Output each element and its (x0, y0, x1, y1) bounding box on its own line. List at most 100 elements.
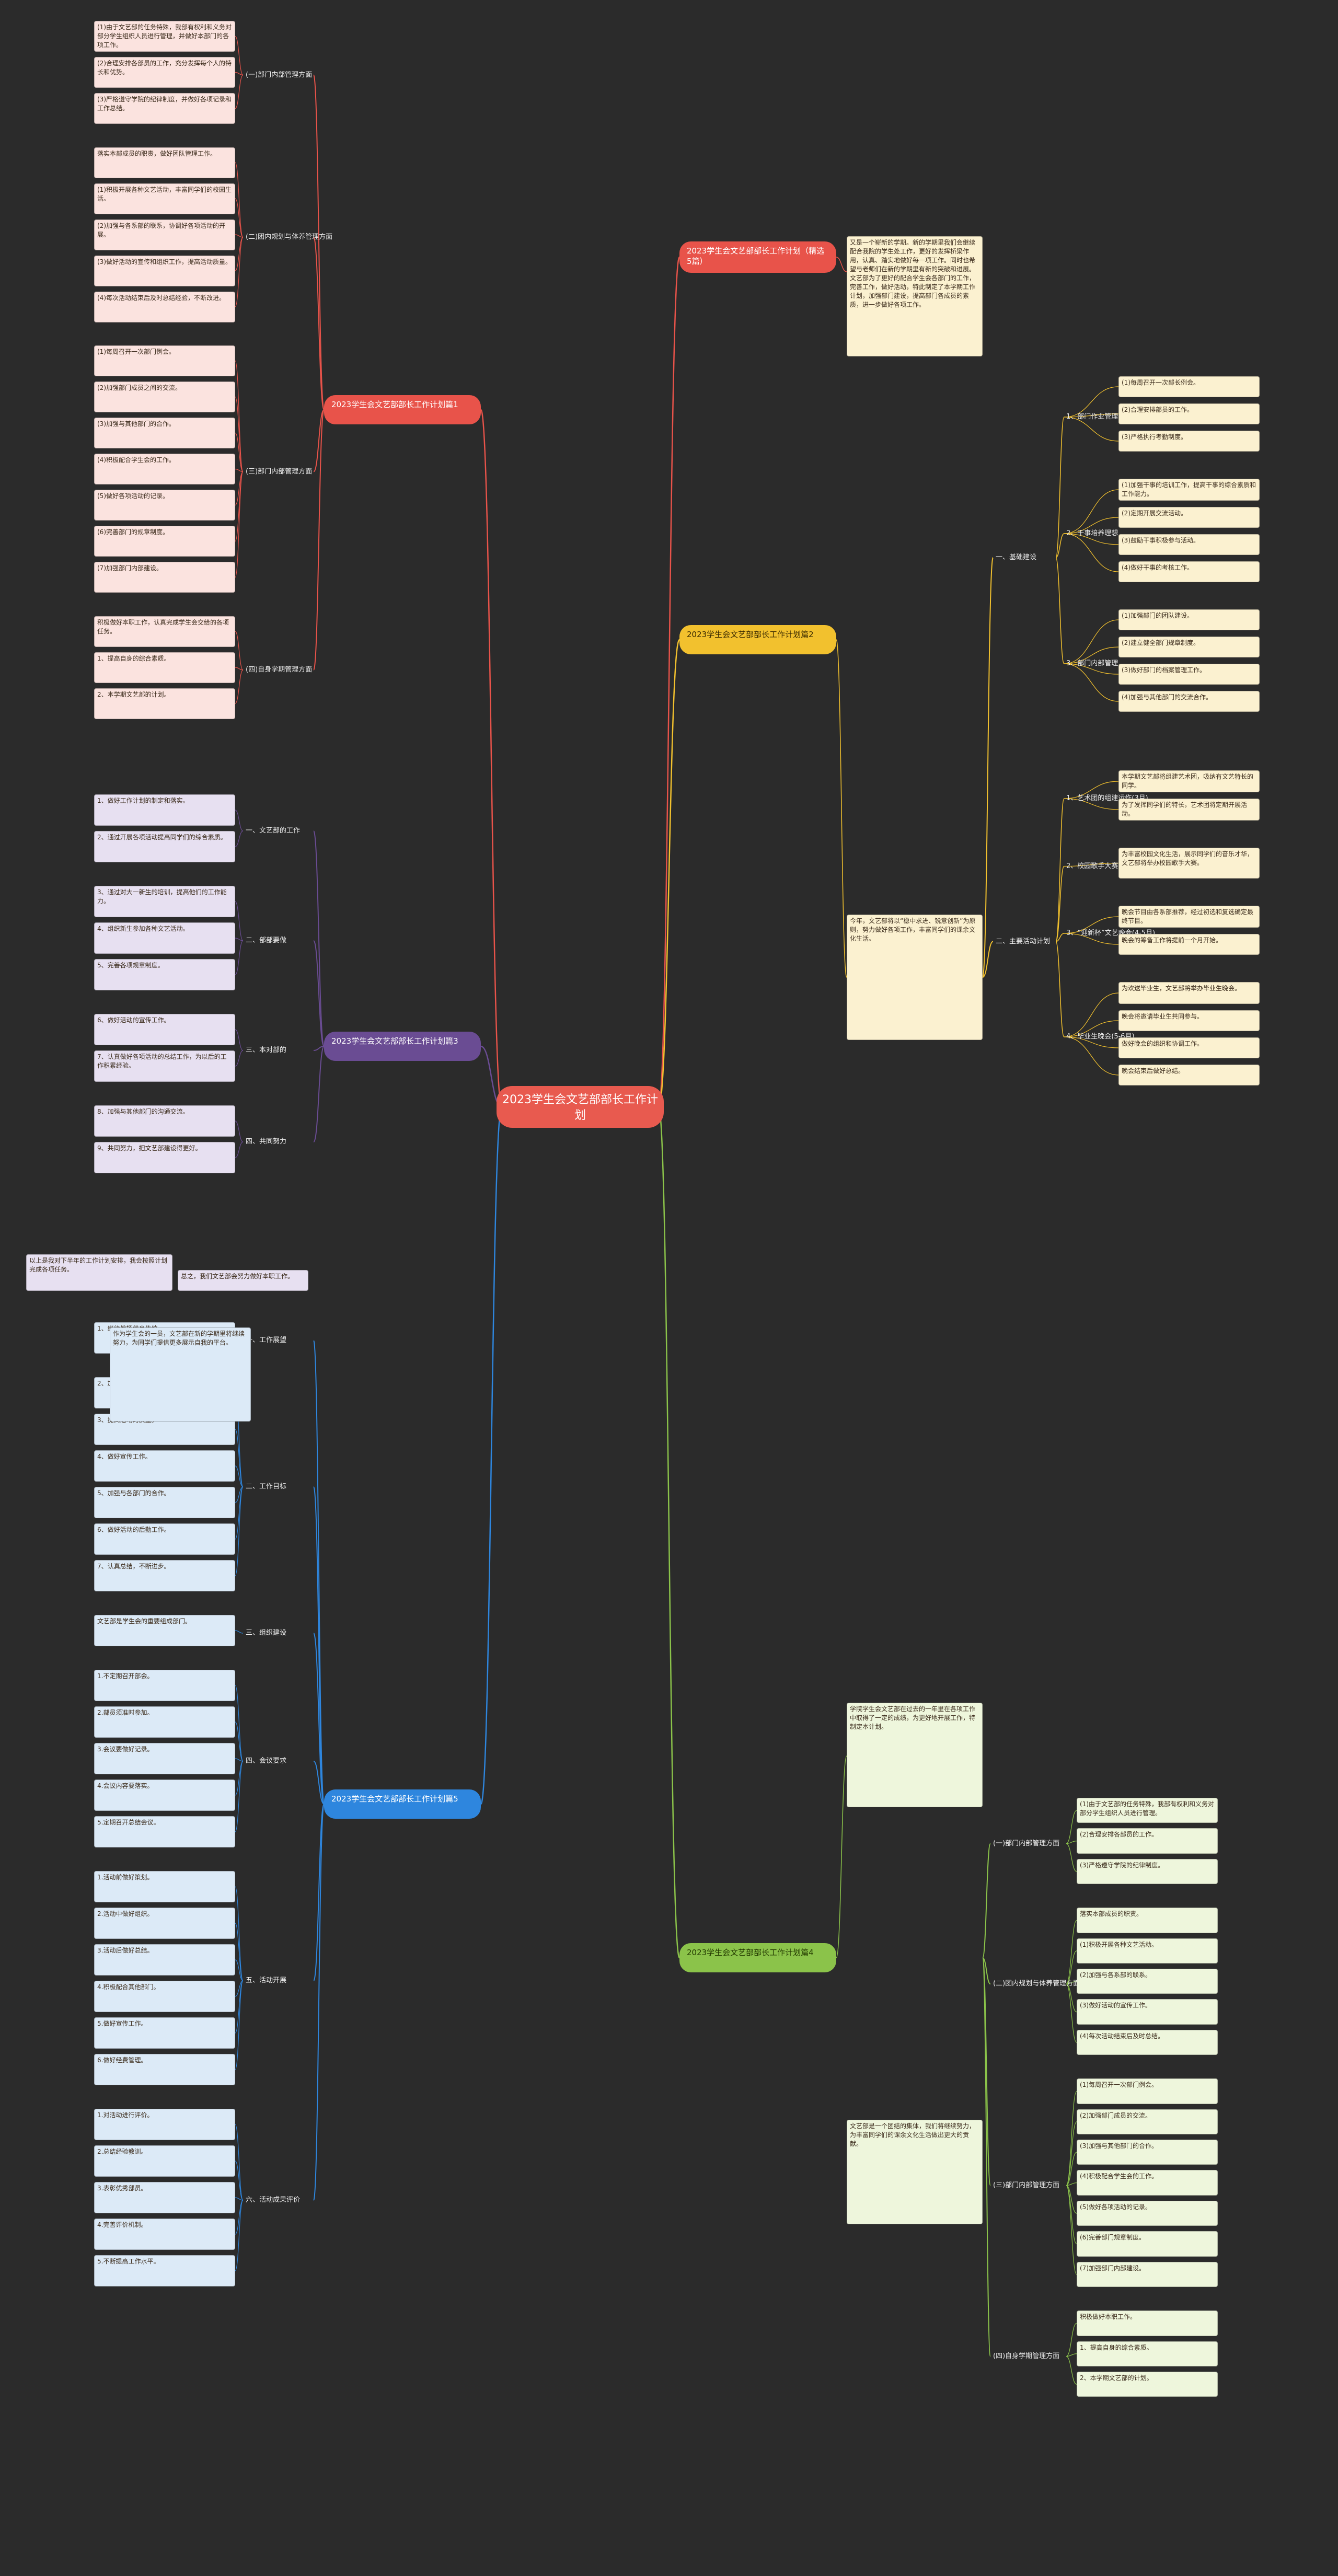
leaf-item: 1.活动前做好策划。 (94, 1871, 235, 1902)
link-line (235, 938, 244, 941)
group-label[interactable]: (一)部门内部管理方面 (993, 1839, 1060, 1847)
branch-plan-4[interactable]: 2023学生会文艺部部长工作计划篇4 (679, 1943, 836, 1972)
leaf-item: 落实本部成员的职责，做好团队管理工作。 (94, 147, 235, 178)
link-line (1064, 533, 1119, 572)
group-label[interactable]: 一、基础建设 (996, 553, 1037, 561)
link-line (313, 1633, 325, 1805)
link-line (1055, 417, 1065, 558)
group-label[interactable]: 三、组织建设 (246, 1629, 287, 1637)
leaf-item: (3)做好活动的宣传和组织工作，提高活动质量。 (94, 255, 235, 286)
plan4-intro: 学院学生会文艺部在过去的一年里在各项工作中取得了一定的成绩，为更好地开展工作，特… (847, 1703, 983, 1807)
leaf-item: (2)合理安排部员的工作。 (1118, 403, 1260, 424)
leaf-item: 3.活动后做好总结。 (94, 1944, 235, 1976)
closing-note: 以上是我对下半年的工作计划安排，我会按照计划完成各项任务。 (26, 1254, 172, 1291)
link-line (1066, 2356, 1077, 2385)
leaf-item: 5、完善各项规章制度。 (94, 959, 235, 990)
leaf-item: (6)完善部门规章制度。 (1077, 2231, 1218, 2257)
group-label[interactable]: 一、文艺部的工作 (246, 827, 301, 835)
leaf-item: (2)加强部门成员的交流。 (1077, 2109, 1218, 2135)
leaf-item: 3.会议要做好记录。 (94, 1743, 235, 1774)
leaf-item: 2.活动中做好组织。 (94, 1908, 235, 1939)
link-line (1066, 1950, 1077, 1984)
link-line (313, 409, 325, 472)
branch-intro[interactable]: 2023学生会文艺部部长工作计划（精选5篇） (679, 241, 836, 273)
link-line (1066, 1981, 1077, 1984)
leaf-item: 为了发挥同学们的特长，艺术团将定期开展活动。 (1118, 799, 1260, 821)
link-line (1064, 417, 1119, 442)
leaf-item: (1)由于文艺部的任务特殊，我部有权利和义务对部分学生组织人员进行管理，并做好本… (94, 21, 235, 52)
link-line (235, 1029, 244, 1051)
leaf-item: 6、做好活动的后勤工作。 (94, 1523, 235, 1555)
link-line (1064, 663, 1119, 702)
sub-label[interactable]: 3、部门内部管理 (1066, 660, 1118, 667)
group-label[interactable]: 二、主要活动计划 (996, 937, 1051, 945)
link-line (235, 901, 244, 941)
leaf-item: 落实本部成员的职责。 (1077, 1908, 1218, 1933)
leaf-item: 晚会结束后做好总结。 (1118, 1065, 1260, 1085)
leaf-item: 1.不定期召开部会。 (94, 1670, 235, 1701)
leaf-item: (1)积极开展各种文艺活动，丰富同学们的校园生活。 (94, 183, 235, 214)
leaf-item: 5、加强与各部门的合作。 (94, 1487, 235, 1518)
link-line (313, 830, 325, 1047)
leaf-item: 9、共同努力，把文艺部建设得更好。 (94, 1142, 235, 1173)
branch-plan-1[interactable]: 2023学生会文艺部部长工作计划篇1 (324, 395, 481, 424)
branch-plan-2[interactable]: 2023学生会文艺部部长工作计划篇2 (679, 625, 836, 654)
sub-label[interactable]: 4、毕业生晚会(5-6月) (1066, 1033, 1135, 1041)
group-label[interactable]: 六、活动成果评价 (246, 2196, 301, 2204)
group-label[interactable]: 三、本对部的 (246, 1046, 287, 1054)
sub-label[interactable]: 1、部门作业管理 (1066, 413, 1118, 421)
group-label[interactable]: 二、部部要做 (246, 937, 287, 944)
leaf-item: (3)严格遵守学院的纪律制度，并做好各项记录和工作总结。 (94, 93, 235, 124)
leaf-item: 1、提高自身的综合素质。 (1077, 2341, 1218, 2366)
link-line (235, 1120, 244, 1142)
link-line (313, 1804, 325, 1981)
leaf-item: (6)完善部门的规章制度。 (94, 526, 235, 557)
group-label[interactable]: 四、共同努力 (246, 1138, 287, 1146)
sub-label[interactable]: 2、干事培养理想 (1066, 529, 1118, 537)
leaf-item: (7)加强部门内部建设。 (94, 562, 235, 593)
group-label[interactable]: (二)团内规划与体养管理方面 (993, 1980, 1080, 1988)
group-label[interactable]: (三)部门内部管理方面 (246, 467, 313, 476)
group-label[interactable]: 二、工作目标 (246, 1483, 287, 1491)
link-line (982, 557, 994, 978)
leaf-item: 1、做好工作计划的制定和落实。 (94, 794, 235, 826)
group-label[interactable]: (一)部门内部管理方面 (246, 71, 313, 79)
link-line (1066, 2323, 1077, 2357)
link-line (1055, 557, 1065, 664)
root-node[interactable]: 2023学生会文艺部部长工作计划 (497, 1086, 664, 1128)
link-line (1066, 1841, 1077, 1844)
link-line (313, 409, 325, 671)
group-label[interactable]: (四)自身学期管理方面 (246, 666, 313, 674)
link-line (235, 234, 244, 238)
group-label[interactable]: 五、活动开展 (246, 1977, 287, 1984)
link-line (235, 1050, 244, 1067)
link-line (235, 669, 244, 704)
link-line (836, 257, 847, 272)
link-line (313, 74, 325, 410)
leaf-item: 积极做好本职工作，认真完成学生会交给的各项任务。 (94, 616, 235, 647)
branch-plan-3[interactable]: 2023学生会文艺部部长工作计划篇3 (324, 1032, 481, 1061)
leaf-item: (2)加强与各系部的联系。 (1077, 1969, 1218, 1994)
group-label[interactable]: (二)团内规划与体养管理方面 (246, 233, 333, 241)
link-line (235, 1923, 244, 1981)
link-line (235, 1685, 244, 1762)
group-label[interactable]: 四、会议要求 (246, 1757, 287, 1765)
group-label[interactable]: (三)部门内部管理方面 (993, 2181, 1060, 2189)
link-line (480, 1106, 503, 1805)
link-line (1055, 933, 1065, 942)
link-line (1066, 2121, 1077, 2186)
link-line (235, 1141, 244, 1158)
link-line (235, 162, 244, 238)
branch-plan-5[interactable]: 2023学生会文艺部部长工作计划篇5 (324, 1789, 481, 1819)
intro-text: 又是一个崭新的学期。新的学期里我们会继续配合我院的学生处工作，更好的发挥桥梁作用… (847, 236, 983, 356)
link-line (1064, 1036, 1119, 1048)
link-line (1066, 2353, 1077, 2357)
link-line (658, 639, 680, 1108)
group-label[interactable]: 一、工作展望 (246, 1336, 287, 1344)
leaf-item: (2)建立健全部门规章制度。 (1118, 637, 1260, 657)
link-line (235, 1758, 244, 1762)
leaf-item: (4)每次活动结束后及时总结。 (1077, 2029, 1218, 2055)
link-line (235, 2200, 244, 2235)
link-line (235, 1630, 244, 1634)
group-label[interactable]: (四)自身学期管理方面 (993, 2352, 1060, 2360)
